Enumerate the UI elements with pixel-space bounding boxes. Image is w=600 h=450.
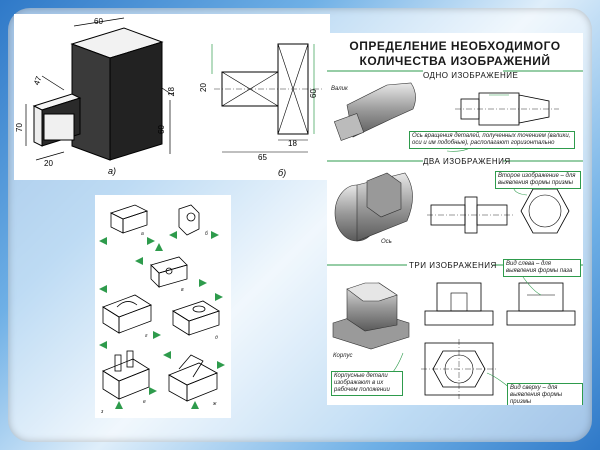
part-sketches-panel: а б в г д е ж з xyxy=(95,195,231,418)
sketch-letter: в xyxy=(181,287,184,293)
label-axis: Ось xyxy=(381,239,392,245)
caption-b: б) xyxy=(278,168,286,178)
part-sketches: а б в г д е ж з xyxy=(99,204,225,415)
dim-overall: 65 xyxy=(258,153,267,162)
dim-base: 20 xyxy=(44,159,53,168)
sketch-letter: г xyxy=(145,333,148,339)
dim-depth: 47 xyxy=(32,74,44,86)
section-two-heading: ДВА ИЗОБРАЖЕНИЯ xyxy=(423,157,511,166)
sketch-letter: д xyxy=(215,335,218,341)
sketch-letter: е xyxy=(143,399,146,405)
note-top-view: Вид сверху – для выявления формы призмы xyxy=(507,383,583,405)
dim-right-side: 18 xyxy=(167,87,176,96)
dim-height-right: 60 xyxy=(157,125,166,134)
dim-height-left: 70 xyxy=(15,123,24,132)
note-working-position: Корпусные детали изображают в их рабочем… xyxy=(331,371,403,396)
dim-inner: 18 xyxy=(288,139,297,148)
note-second-view: Второе изображение – для выявления формы… xyxy=(495,171,581,189)
dim-tall: 60 xyxy=(309,89,318,98)
sketch-letter: ж xyxy=(212,401,217,407)
label-body: Корпус xyxy=(333,353,353,359)
sketch-letter: б xyxy=(205,231,208,237)
label-shaft: Валик xyxy=(331,86,348,92)
note-axis-horizontal: Ось вращения деталей, полученных точение… xyxy=(409,131,575,149)
dim-square: 20 xyxy=(199,83,208,92)
note-left-view: Вид слева – для выявления формы паза xyxy=(503,259,581,277)
poster-panel: ОПРЕДЕЛЕНИЕ НЕОБХОДИМОГО КОЛИЧЕСТВА ИЗОБ… xyxy=(327,33,583,405)
poster-title-line2: КОЛИЧЕСТВА ИЗОБРАЖЕНИЙ xyxy=(359,54,551,68)
poster-title-line1: ОПРЕДЕЛЕНИЕ НЕОБХОДИМОГО xyxy=(349,39,561,53)
poster-drawings xyxy=(327,70,583,399)
section-one-heading: ОДНО ИЗОБРАЖЕНИЕ xyxy=(423,71,519,80)
caption-a: а) xyxy=(108,166,116,176)
sketch-letter: з xyxy=(100,409,104,415)
section-three-heading: ТРИ ИЗОБРАЖЕНИЯ xyxy=(409,261,497,270)
dimensioned-drawing: 60 47 70 20 18 60 а) 20 60 18 65 б) xyxy=(15,17,324,178)
dimensioned-drawing-panel: 60 47 70 20 18 60 а) 20 60 18 65 б) xyxy=(14,14,330,180)
dim-top-width: 60 xyxy=(94,17,103,26)
sketch-letter: а xyxy=(141,231,144,237)
